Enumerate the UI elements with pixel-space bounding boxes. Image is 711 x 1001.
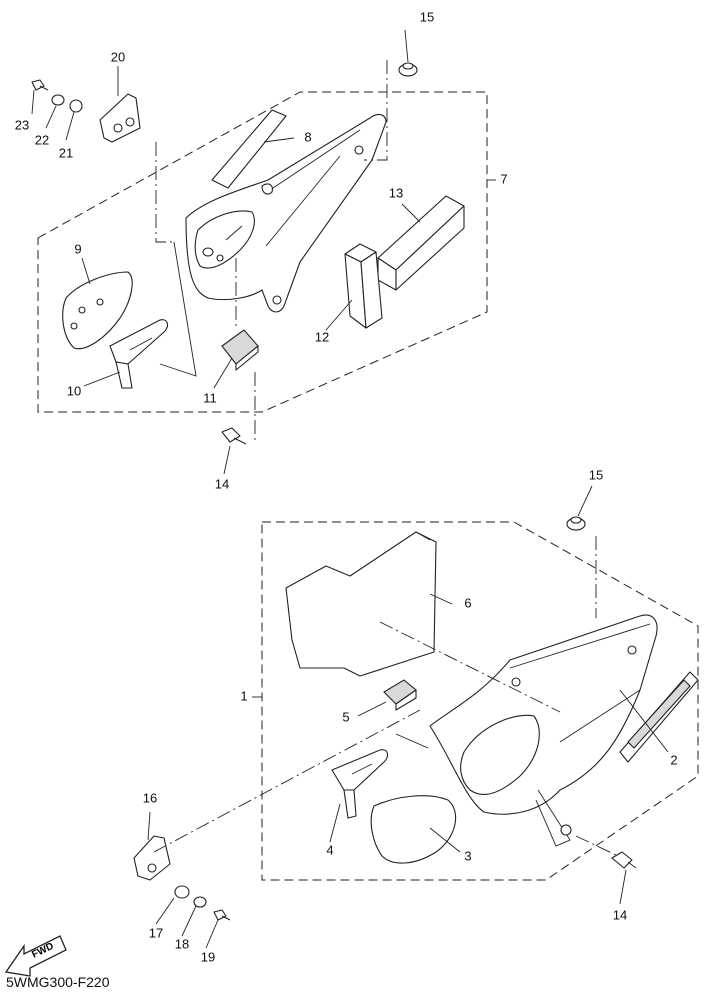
part-16-bracket xyxy=(133,835,171,881)
callout-1: 1 xyxy=(240,688,247,703)
callout-15-upper: 15 xyxy=(420,9,434,24)
part-11-grommet xyxy=(221,329,259,371)
callout-18: 18 xyxy=(175,936,189,951)
part-15-grommet-upper xyxy=(398,62,418,77)
part-13-block xyxy=(377,195,465,291)
diagram-code: 5WMG300-F220 xyxy=(6,974,110,990)
callout-7: 7 xyxy=(500,171,507,186)
part-18-washer xyxy=(193,896,207,908)
callout-8: 8 xyxy=(304,129,311,144)
part-22-washer xyxy=(51,94,65,106)
callout-17: 17 xyxy=(149,925,163,940)
part-6-panel xyxy=(285,531,437,677)
callout-22: 22 xyxy=(35,132,49,147)
part-3-emblem xyxy=(370,795,457,864)
upper-assembly xyxy=(31,29,496,475)
part-23-screw xyxy=(31,79,49,91)
callout-21: 21 xyxy=(59,145,73,160)
part-17-collar xyxy=(174,885,190,899)
callout-15-lower: 15 xyxy=(589,467,603,482)
part-8-strip xyxy=(211,109,287,189)
assembly-boundary-1 xyxy=(261,521,699,881)
callout-16: 16 xyxy=(143,790,157,805)
callout-12: 12 xyxy=(315,329,329,344)
callout-14-lower: 14 xyxy=(613,907,627,922)
callout-4: 4 xyxy=(326,842,333,857)
callout-6: 6 xyxy=(464,595,471,610)
part-4-bracket xyxy=(331,749,389,819)
part-15-grommet-lower xyxy=(566,516,586,531)
part-14-bolt-upper xyxy=(221,427,247,445)
part-12-block xyxy=(344,243,383,329)
part-9-emblem xyxy=(62,271,133,350)
part-14-bolt-lower xyxy=(611,851,637,869)
callout-3: 3 xyxy=(464,848,471,863)
part-19-screw xyxy=(213,909,231,921)
part-2-decal xyxy=(619,671,699,763)
part-21-collar xyxy=(69,99,83,113)
callout-14-upper: 14 xyxy=(215,476,229,491)
side-cover-right xyxy=(429,614,658,847)
assembly-boundary-7 xyxy=(37,91,488,413)
part-5-grommet xyxy=(383,679,417,711)
callout-9: 9 xyxy=(74,241,81,256)
part-10-bracket xyxy=(109,319,169,389)
callout-2: 2 xyxy=(670,752,677,767)
callout-13: 13 xyxy=(389,185,403,200)
callout-11: 11 xyxy=(203,390,217,405)
fwd-arrow-icon: FWD xyxy=(4,935,67,977)
callout-20: 20 xyxy=(111,49,125,64)
callout-23: 23 xyxy=(15,117,29,132)
callout-5: 5 xyxy=(342,709,349,724)
lower-assembly xyxy=(133,485,699,949)
callout-10: 10 xyxy=(67,383,81,398)
part-20-bracket xyxy=(99,93,141,143)
callout-19: 19 xyxy=(201,949,215,964)
